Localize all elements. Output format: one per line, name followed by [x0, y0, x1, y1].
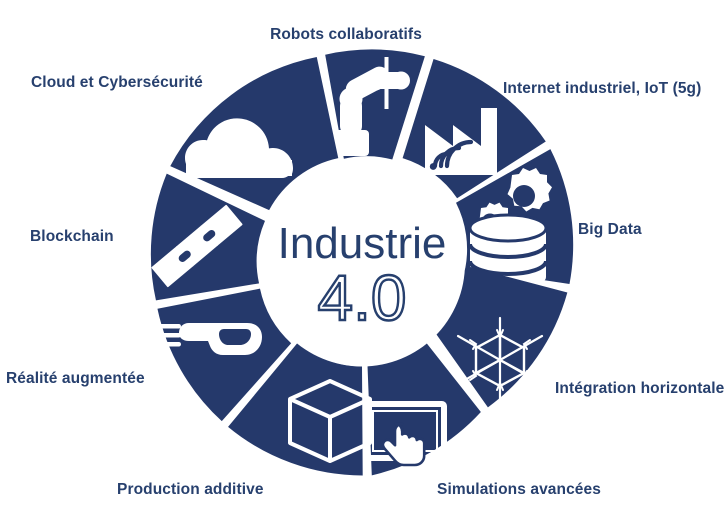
label-ar: Réalité augmentée — [6, 370, 145, 387]
cube-arrows-icon — [456, 316, 544, 404]
segment-integration[interactable] — [427, 265, 568, 408]
label-integration: Intégration horizontale — [555, 380, 724, 397]
ar-glasses-icon — [153, 323, 262, 355]
cube-3d-icon — [288, 379, 372, 463]
chain-blocks-icon — [151, 204, 243, 288]
factory-wifi-icon — [425, 108, 497, 175]
center-title-line2: 4.0 — [318, 262, 407, 334]
segment-iot[interactable] — [402, 58, 546, 199]
segment-robots[interactable] — [325, 49, 425, 160]
robot-arm-icon — [333, 57, 410, 156]
label-iot: Internet industriel, IoT (5g) — [503, 80, 702, 97]
segment-ar[interactable] — [153, 288, 292, 422]
label-robots: Robots collaboratifs — [270, 26, 422, 43]
segment-simulations[interactable] — [363, 335, 481, 476]
label-blockchain: Blockchain — [30, 228, 114, 245]
segment-blockchain[interactable] — [150, 173, 265, 301]
label-cloud: Cloud et Cybersécurité — [31, 74, 203, 91]
segment-production[interactable] — [228, 342, 372, 476]
tablet-hand-icon — [363, 401, 447, 467]
label-simulations: Simulations avancées — [437, 481, 601, 498]
label-bigdata: Big Data — [578, 221, 642, 238]
label-production: Production additive — [117, 481, 264, 498]
center-hub: Industrie 4.0 — [259, 160, 465, 367]
wheel-segments — [150, 49, 574, 476]
cloud-icon — [185, 118, 293, 178]
center-title-line1: Industrie — [278, 219, 447, 268]
segment-cloud[interactable] — [170, 56, 339, 211]
